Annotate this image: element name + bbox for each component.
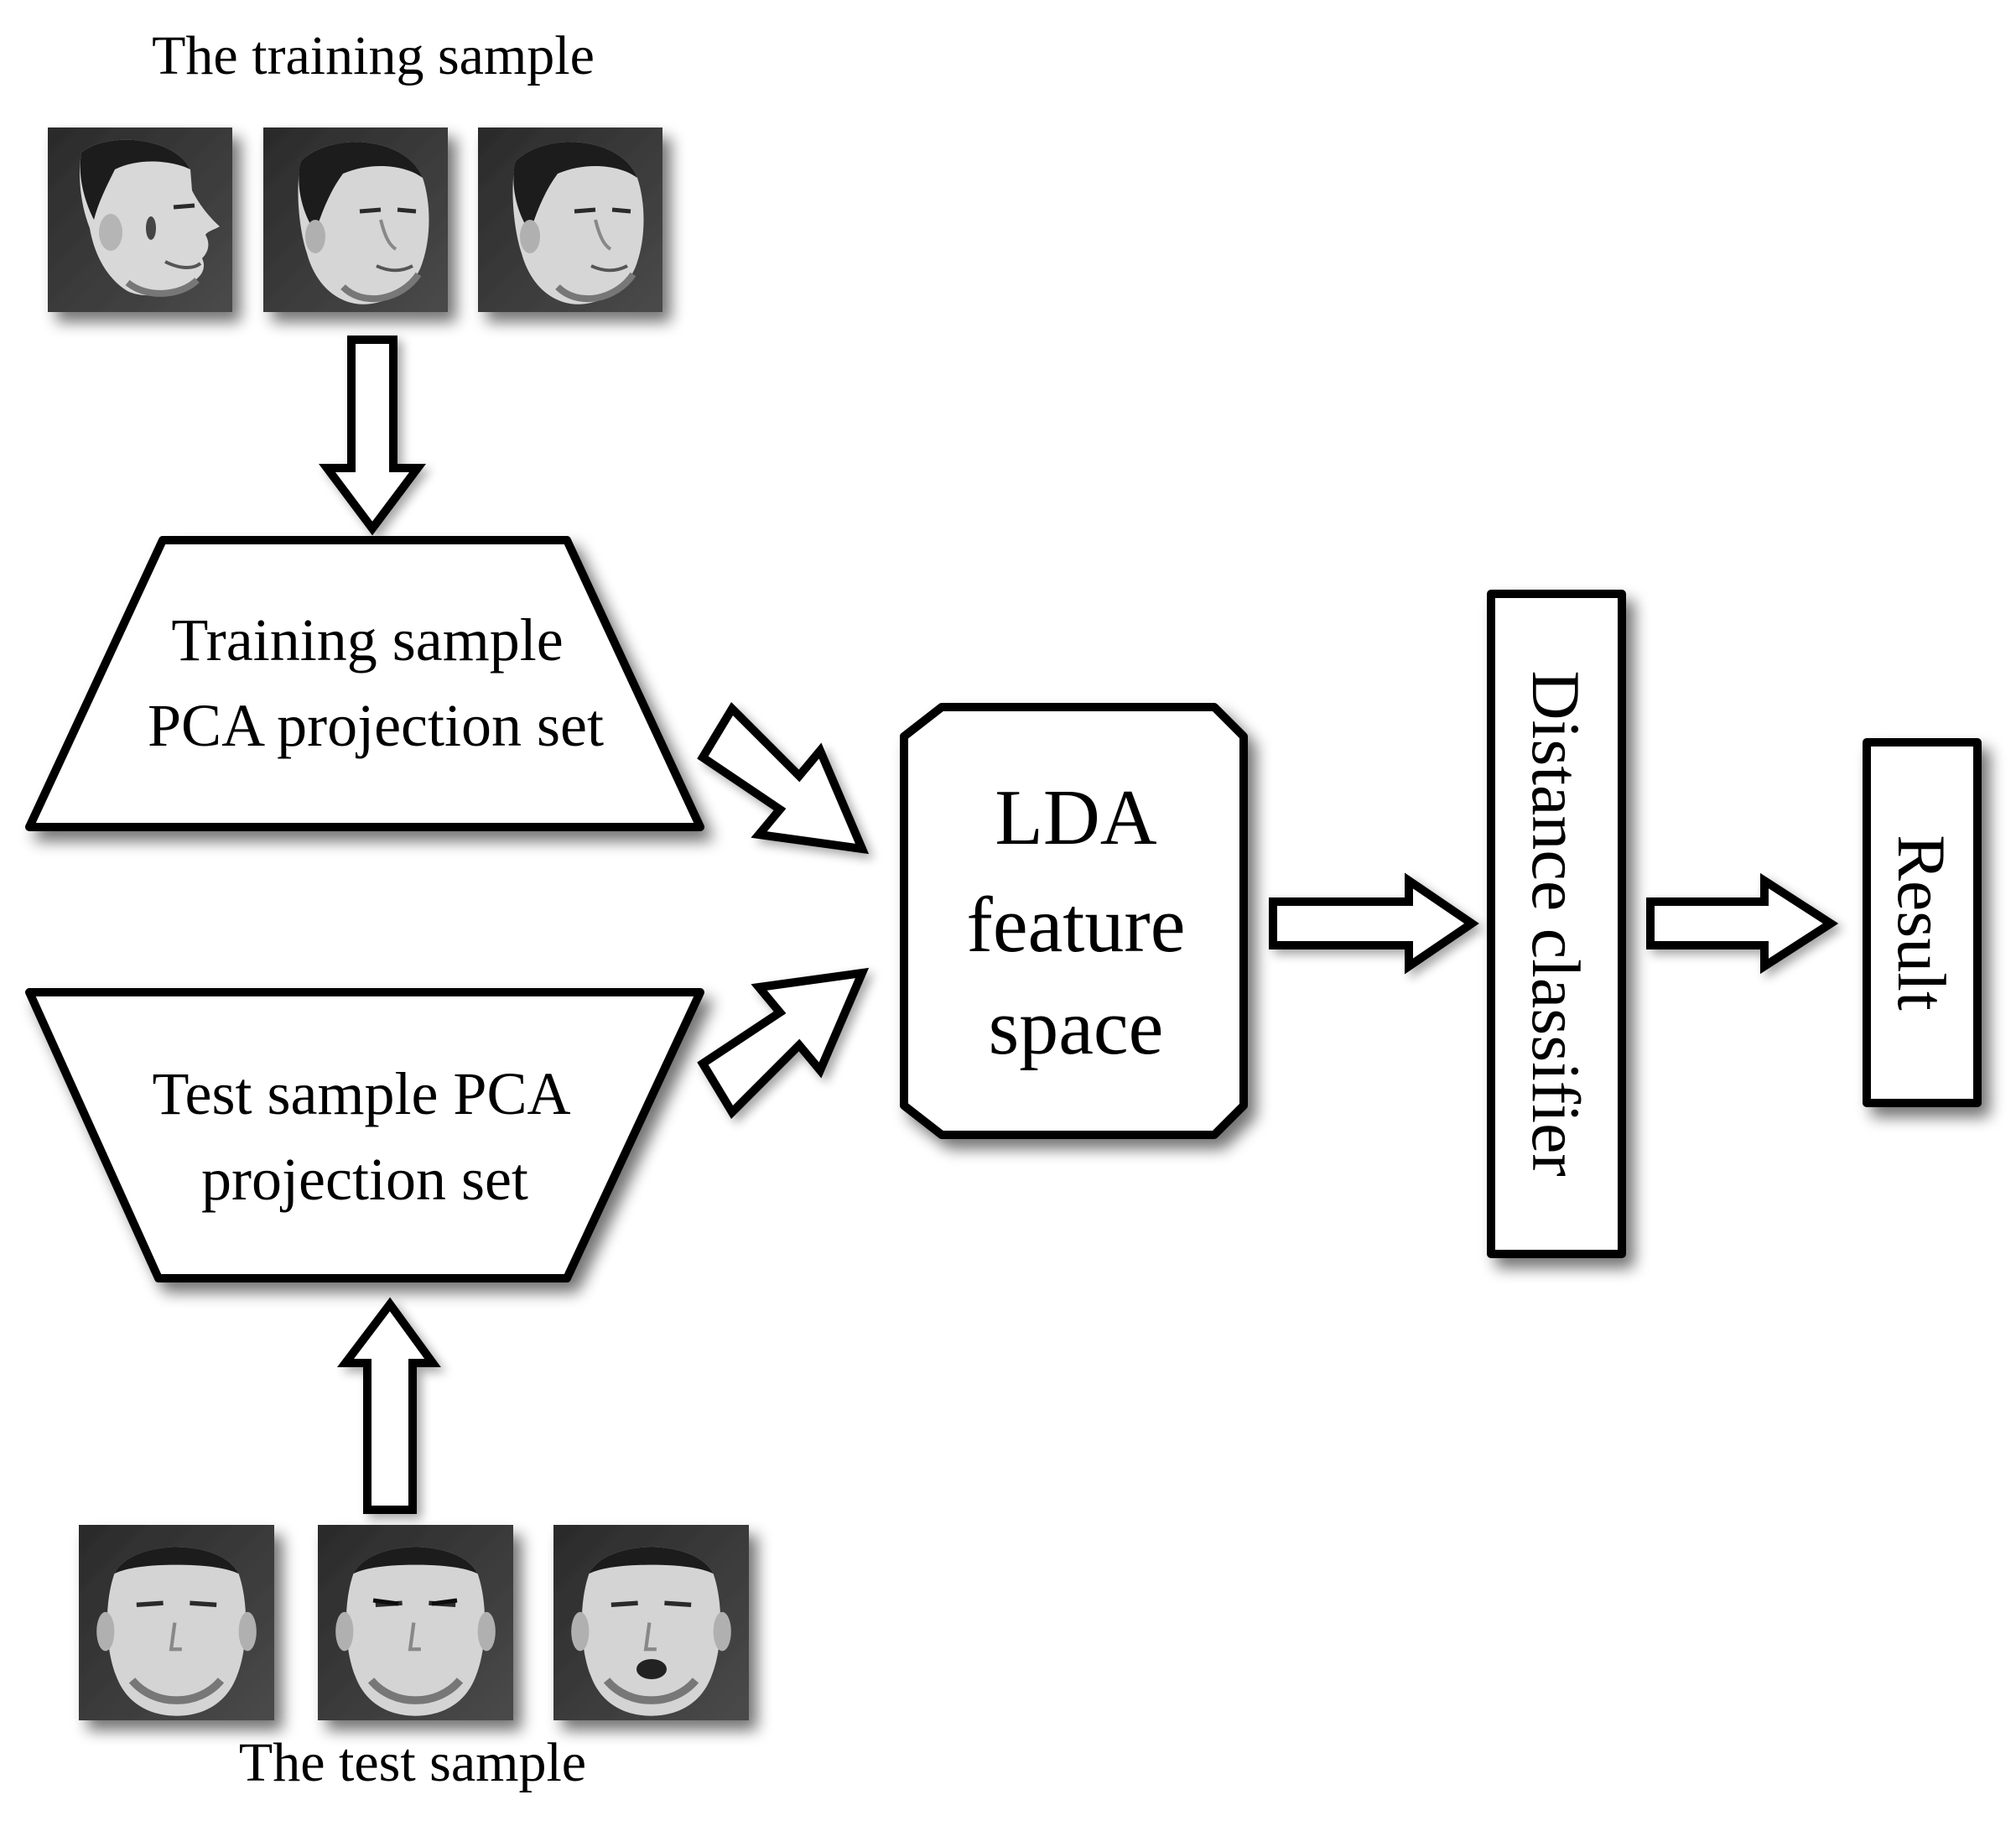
training-face-image-1 — [48, 127, 232, 312]
training-photos — [48, 127, 662, 312]
test-face-image-2 — [318, 1525, 513, 1720]
test-photos — [79, 1525, 749, 1720]
arrow-classifier-to-result-icon — [1646, 872, 1839, 975]
distance-classifier-label: Distance classifier — [1518, 670, 1594, 1176]
test-pca-label-line1: Test sample PCA — [153, 1060, 571, 1127]
training-face-image-3 — [478, 127, 662, 312]
result-label: Result — [1884, 835, 1960, 1011]
training-pca-label-line1: Training sample — [171, 606, 563, 674]
training-face-image-2 — [263, 127, 448, 312]
distance-classifier — [1487, 590, 1626, 1258]
training-pca-label-line2: PCA projection set — [148, 692, 604, 759]
test-face-image-3 — [553, 1525, 749, 1720]
arrow-test-to-pca-icon — [336, 1297, 441, 1514]
arrow-training-pca-to-lda-icon — [697, 701, 870, 855]
lda-label-line3: space — [989, 984, 1164, 1071]
lda-label-line1: LDA — [995, 774, 1156, 861]
arrow-test-pca-to-lda-icon — [697, 967, 870, 1120]
test-pca-label-line2: projection set — [201, 1146, 528, 1213]
arrow-lda-to-classifier-icon — [1269, 872, 1479, 975]
test-face-image-1 — [79, 1525, 274, 1720]
lda-feature-space — [900, 703, 1248, 1139]
test-sample-caption: The test sample — [239, 1732, 586, 1793]
training-sample-caption: The training sample — [152, 25, 595, 86]
result-box — [1863, 738, 1982, 1107]
arrow-training-to-pca-icon — [319, 336, 426, 536]
training-pca-projection-set — [25, 536, 704, 831]
lda-label-line2: feature — [967, 882, 1186, 969]
test-pca-projection-set — [25, 988, 704, 1282]
